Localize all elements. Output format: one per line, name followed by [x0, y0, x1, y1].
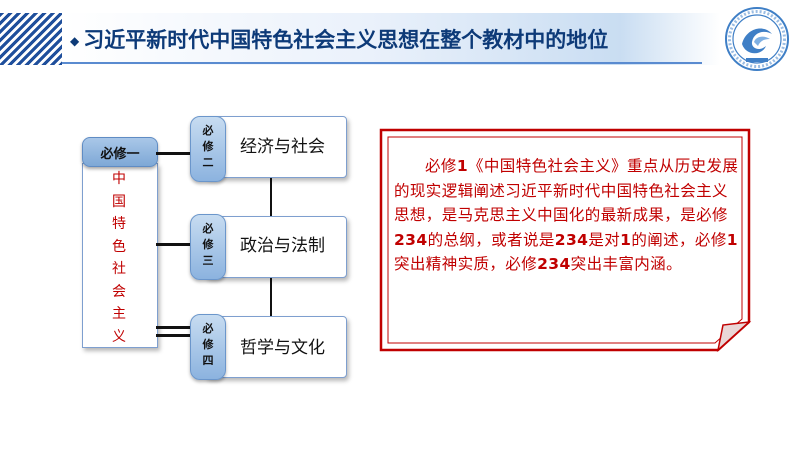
tag-char: 二 — [202, 156, 214, 169]
module-tag-4: 必 修 四 — [190, 314, 226, 380]
text-panel-frame — [379, 128, 752, 353]
panel-text-segment-bold: 1 — [620, 230, 632, 249]
school-emblem-icon — [725, 7, 789, 71]
page-title: ◆习近平新时代中国特色社会主义思想在整个教材中的地位 — [70, 26, 608, 54]
header-underline — [62, 62, 702, 64]
tag-char: 修 — [202, 338, 214, 351]
tag-char: 修 — [202, 238, 214, 251]
main-char: 特 — [112, 216, 126, 232]
diamond-bullet-icon: ◆ — [70, 34, 80, 48]
main-char: 国 — [112, 193, 126, 210]
page-title-text: 习近平新时代中国特色社会主义思想在整个教材中的地位 — [83, 28, 609, 52]
main-module-pill: 必修一 — [82, 137, 158, 167]
panel-text-segment: 的阐述，必修 — [631, 230, 727, 249]
header-fade — [620, 13, 720, 65]
panel-text-segment: 《中国特色社会主义》重点从历史发展的现实逻辑阐述习近平新时代中国特色社会主义思想… — [394, 157, 739, 224]
panel-text-segment-bold: 234 — [537, 255, 571, 273]
tag-char: 必 — [202, 322, 214, 335]
tag-char: 必 — [202, 124, 214, 137]
main-char: 主 — [112, 306, 126, 322]
module-label-economy: 经济与社会 — [240, 137, 325, 157]
panel-text-segment-bold: 234 — [394, 230, 428, 249]
main-module-vertical-text: 中 国 特 色 社 会 主 义 — [110, 168, 128, 348]
panel-text-segment-bold: 234 — [554, 230, 589, 249]
panel-text-segment-bold: 1 — [456, 157, 468, 175]
connector-bottom-b — [156, 334, 192, 337]
connector-vertical-2 — [270, 276, 272, 316]
module-box-philosophy — [205, 316, 347, 378]
module-label-philosophy: 哲学与文化 — [240, 338, 325, 358]
header-stripes — [0, 13, 62, 65]
header-band — [62, 13, 622, 65]
module-box-economy — [205, 116, 347, 178]
connector-vertical-1 — [270, 176, 272, 216]
main-module-box — [82, 163, 158, 348]
module-tag-3: 必 修 三 — [190, 214, 226, 280]
tag-char: 修 — [202, 140, 214, 153]
main-char: 中 — [112, 171, 126, 187]
module-box-politics — [205, 216, 347, 278]
panel-text-segment: 必修 — [425, 157, 457, 175]
tag-char: 三 — [202, 254, 214, 267]
main-char: 色 — [112, 238, 126, 255]
panel-text-segment: 突出丰富内涵。 — [570, 255, 682, 273]
connector-middle — [156, 243, 192, 246]
tag-char: 四 — [202, 354, 214, 367]
panel-text-segment: 突出精神实质，必修 — [394, 255, 538, 273]
tag-char: 必 — [202, 222, 214, 235]
panel-text-segment-bold: 1 — [726, 230, 738, 249]
main-char: 会 — [112, 283, 126, 300]
connector-top — [156, 152, 192, 155]
connector-bottom-a — [156, 326, 192, 329]
module-label-politics: 政治与法制 — [240, 236, 325, 256]
panel-text-segment: 是对 — [588, 230, 621, 249]
main-char: 义 — [112, 328, 126, 345]
module-tag-2: 必 修 二 — [190, 116, 226, 182]
panel-text-segment: 的总纲，或者说是 — [427, 230, 555, 249]
main-char: 社 — [112, 261, 126, 277]
text-panel-body: 必修1《中国特色社会主义》重点从历史发展的现实逻辑阐述习近平新时代中国特色社会主… — [394, 154, 739, 277]
